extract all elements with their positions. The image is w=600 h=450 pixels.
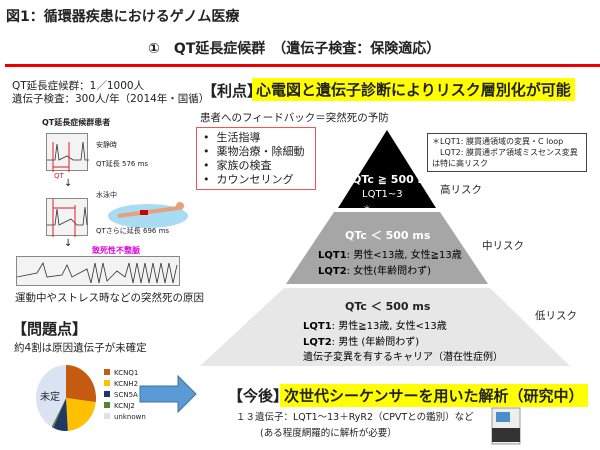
legend-label: unknown xyxy=(114,413,146,421)
low-lqt1: LQT1: 男性≧13歳, 女性<13歳 xyxy=(303,321,447,332)
mid-risk-label: 中リスク xyxy=(482,240,524,252)
stat-tests: 遺伝子検査：300人/年（2014年・国循） xyxy=(12,93,210,105)
low-lqt2: LQT2: 男性 (年齢問わず) xyxy=(303,337,420,348)
swimmer-illustration xyxy=(108,202,188,228)
swim-label: 水泳中 xyxy=(96,191,117,199)
list-item: • 生活指導 xyxy=(203,131,261,144)
pie-slice-kcnh2 xyxy=(66,398,96,431)
figure-title: 図1：循環器疾患におけるゲノム医療 xyxy=(6,9,240,25)
legend-item: KCNQ1 xyxy=(104,368,146,379)
list-item: • カウンセリング xyxy=(203,173,294,186)
future-genes: １３遺伝子：LQT1～13＋RyR2（CPVTとの鑑別）など xyxy=(236,412,474,423)
pie-chart xyxy=(35,365,96,431)
ecg-swim xyxy=(46,198,88,237)
legend-item: KCNJ2 xyxy=(104,401,146,412)
qt-rest-value: QT延長 576 ms xyxy=(96,160,149,168)
ecg-rest xyxy=(46,133,89,172)
legend-item: KCNH2 xyxy=(104,379,146,390)
note-line: LQT2: 膜貫通ポア領域ミスセンス変異 xyxy=(440,148,578,157)
legend-label: KCNJ2 xyxy=(114,402,135,410)
subtitle: ① QT延長症候群 （遺伝子検査：保険適応） xyxy=(148,41,441,57)
arrhythmia-label: 致死性不整脈 xyxy=(92,246,140,255)
list-item: • 薬物治療・除細動 xyxy=(203,145,305,158)
stat-prevalence: QT延長症候群：1／1000人 xyxy=(12,80,145,92)
arrow-down-icon: ↓ xyxy=(64,178,73,189)
rest-label: 安静時 xyxy=(96,141,117,149)
pyramid-mid xyxy=(286,212,488,284)
high-risk-label: 高リスク xyxy=(440,184,482,196)
qt-swim-value: QTさらに延長 696 ms xyxy=(96,227,170,235)
legend-label: KCNH2 xyxy=(114,380,139,388)
advantage-highlight: 心電図と遺伝子診断によりリスク層別化が可能 xyxy=(252,78,575,101)
future-heading: 【今後】 xyxy=(228,387,289,405)
mid-lqt1: LQT1: 男性<13歳, 女性≧13歳 xyxy=(318,250,462,261)
legend-swatch xyxy=(104,380,110,386)
pie-label-undetermined: 未定 xyxy=(40,392,60,403)
legend-label: SCN5A xyxy=(114,391,138,399)
legend-item: unknown xyxy=(104,412,146,423)
problem-heading: 【問題点】 xyxy=(12,320,88,338)
problem-text: 約4割は原因遺伝子が未確定 xyxy=(14,342,147,354)
divider xyxy=(5,64,600,67)
pie-slice-scn5a xyxy=(53,398,68,431)
future-note: (ある程度網羅的に解析が必要） xyxy=(260,428,397,439)
qt-label: QT xyxy=(54,172,64,180)
arrow-right-icon xyxy=(139,374,197,414)
high-note-mark: ＊ xyxy=(363,204,371,213)
feedback-list: • 生活指導 • 薬物治療・除細動 • 家族の検査 • カウンセリング xyxy=(196,127,316,190)
legend-swatch xyxy=(104,402,110,408)
feedback-text: 患者へのフィードバック＝突然死の予防 xyxy=(200,112,389,124)
legend-swatch xyxy=(104,369,110,375)
legend-label: KCNQ1 xyxy=(114,369,139,377)
arrow-down-icon: ↓ xyxy=(64,238,73,249)
low-carrier: 遺伝子変異を有するキャリア（潜在性症例） xyxy=(303,352,503,363)
pyramid-high xyxy=(338,130,436,208)
high-genes: LQT1~3 xyxy=(362,189,403,200)
future-highlight: 次世代シーケンサーを用いた解析（研究中） xyxy=(280,384,588,407)
legend-item: SCN5A xyxy=(104,390,146,401)
low-qtc: QTc ＜ 500 ms xyxy=(345,300,431,313)
legend-swatch xyxy=(104,391,110,397)
sequencer-image xyxy=(491,407,521,445)
low-risk-label: 低リスク xyxy=(535,310,577,322)
mid-qtc: QTc ＜ 500 ms xyxy=(345,229,431,242)
legend-swatch xyxy=(104,413,110,419)
cause-text: 運動中やストレス時などの突然死の原因 xyxy=(15,292,204,304)
pie-slice-unknown xyxy=(35,365,66,427)
note-box: ＊LQT1: 膜貫通領域の変異・C loop LQT2: 膜貫通ポア領域ミスセン… xyxy=(427,133,587,172)
ecg-arrhythmia xyxy=(16,256,180,286)
pyramid-low xyxy=(200,288,570,366)
pie-slice-kcnq1 xyxy=(66,365,96,403)
figure-ecg-title: QT延長症候群患者 xyxy=(42,118,111,127)
mid-lqt2: LQT2: 女性(年齢問わず) xyxy=(318,266,432,277)
note-line: ＊LQT1: 膜貫通領域の変異・C loop xyxy=(432,137,564,146)
list-item: • 家族の検査 xyxy=(203,159,272,172)
pie-slice-kcnj2 xyxy=(51,398,66,428)
advantage-heading: 【利点】 xyxy=(202,82,263,100)
note-line: は特に高リスク xyxy=(432,159,488,168)
high-qtc: QTc ≧ 500 ms xyxy=(352,173,436,186)
